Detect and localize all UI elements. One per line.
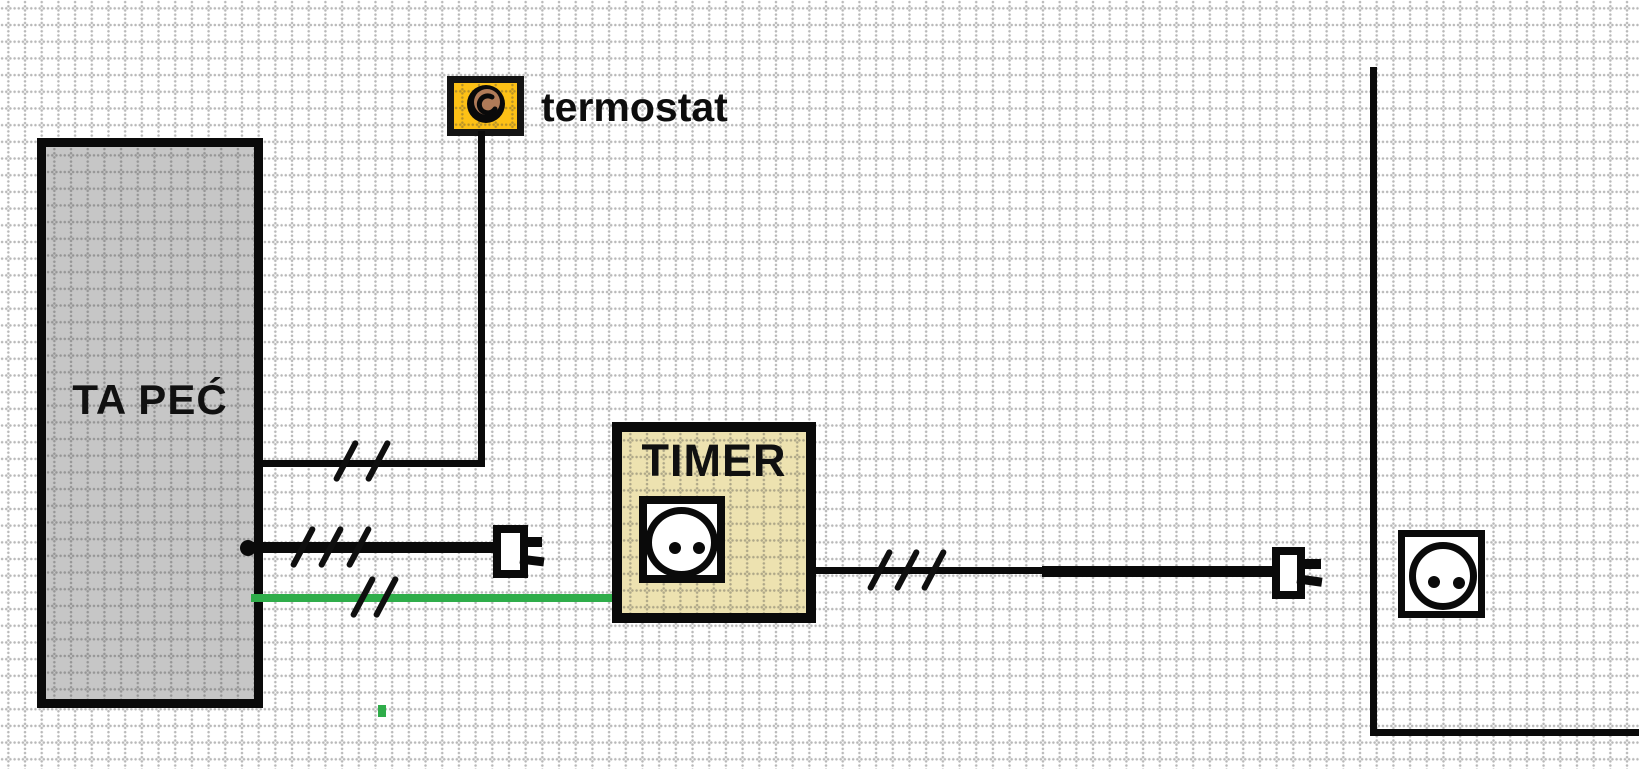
thermostat-label: termostat xyxy=(541,84,728,130)
heater-box xyxy=(37,138,263,708)
thermostat-box xyxy=(447,76,524,136)
timer-plug-icon xyxy=(1272,547,1323,599)
conductor-slash-icon xyxy=(317,525,345,569)
socket-pin xyxy=(693,542,705,554)
thermostat-dial-icon xyxy=(467,85,505,123)
wire-thermostat-horizontal xyxy=(258,460,485,467)
timer-label: TIMER xyxy=(641,435,787,486)
socket-pin xyxy=(1453,577,1465,589)
conductor-slash-icon xyxy=(893,548,921,592)
socket-pin xyxy=(1428,576,1440,588)
wall-line-horizontal xyxy=(1370,729,1639,736)
conductor-marks-thermostat-wire xyxy=(332,438,392,484)
conductor-marks-timer-cord xyxy=(866,547,948,593)
socket-pin xyxy=(669,542,681,554)
wall-outlet-icon xyxy=(1398,530,1485,618)
plug-prong-icon xyxy=(519,554,545,567)
wire-thermostat-vertical xyxy=(478,131,485,467)
conductor-marks-ground-wire xyxy=(349,574,400,620)
plug-prong-icon xyxy=(520,537,542,547)
heater-label: TA PEĆ xyxy=(72,376,228,423)
socket-ring xyxy=(645,507,718,578)
timer-socket-icon xyxy=(639,496,725,583)
wall-line-vertical xyxy=(1370,67,1377,735)
heater-plug-icon xyxy=(493,525,545,578)
green-stray-mark xyxy=(378,705,386,717)
plug-prong-icon xyxy=(1297,559,1321,569)
wire-heater-cord xyxy=(248,542,495,553)
conductor-marks-heater-cord xyxy=(289,524,373,570)
plug-prong-icon xyxy=(1296,574,1323,587)
wire-timer-cord-thick xyxy=(1042,566,1274,577)
socket-ring xyxy=(1409,542,1477,610)
wire-ground-green xyxy=(251,594,613,602)
